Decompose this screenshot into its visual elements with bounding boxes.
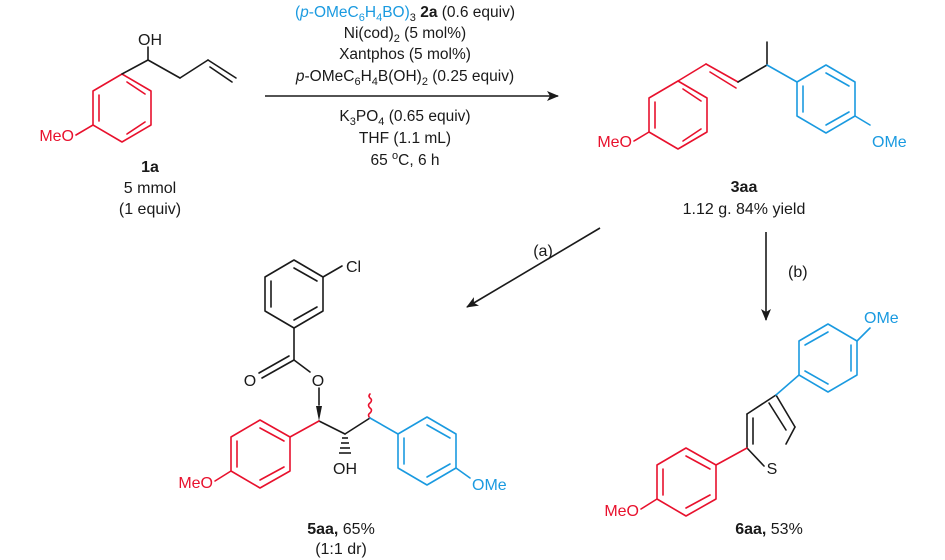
compound-5aa-label: 5aa, 65% xyxy=(307,521,375,538)
step-a-label: (a) xyxy=(533,243,553,260)
aryl-ring-6aa xyxy=(640,447,748,517)
methoxy-label: MeO xyxy=(604,503,639,520)
wavy-methyl-bond xyxy=(367,393,373,419)
chlorine-label: Cl xyxy=(346,259,361,276)
methyl-branch-3aa xyxy=(737,41,768,83)
hash-bond xyxy=(339,437,351,454)
compound-3aa-yield: 1.12 g. 84% yield xyxy=(683,201,806,218)
reaction-conditions: (p-OMeC6H4BO)3 2a (0.6 equiv) Ni(cod)2 (… xyxy=(295,4,515,169)
compound-1a-amount: 5 mmol xyxy=(124,180,176,197)
aryl-ring-5aa-right xyxy=(369,416,471,486)
compound-5aa-structure: Cl O O OH MeO OMe xyxy=(178,259,506,494)
sulfur-label: S xyxy=(767,461,778,478)
methoxy-label: OMe xyxy=(864,310,899,327)
hydroxyl-label: OH xyxy=(138,32,162,49)
thiophene-ring xyxy=(746,394,796,467)
step-a-arrow xyxy=(466,227,601,308)
condition-catalyst: Ni(cod)2 (5 mol%) xyxy=(344,25,466,45)
methoxy-label: MeO xyxy=(597,134,632,151)
compound-6aa-id: 6aa, xyxy=(735,521,766,538)
compound-5aa-yield: 65% xyxy=(338,521,374,538)
carbonyl-oxygen-label: O xyxy=(244,373,256,390)
compound-6aa-structure: S MeO OMe xyxy=(604,310,898,520)
aryl-ring-3aa-left xyxy=(633,63,739,150)
condition-temperature-time: 65 oC, 6 h xyxy=(370,150,439,169)
backbone-5aa xyxy=(318,417,371,435)
compound-3aa-label: 3aa xyxy=(731,179,758,196)
aryl-ring-3aa-right xyxy=(766,64,871,134)
step-b-label: (b) xyxy=(788,264,808,281)
aryl-ring-5aa-left xyxy=(214,419,320,489)
compound-1a-label: 1a xyxy=(141,159,159,176)
wedge-bond xyxy=(316,406,322,421)
compound-6aa-label: 6aa, 53% xyxy=(735,521,803,538)
condition-solvent: THF (1.1 mL) xyxy=(359,130,451,147)
compound-5aa-id: 5aa, xyxy=(307,521,338,538)
condition-base: K3PO4 (0.65 equiv) xyxy=(339,108,470,128)
methoxy-label: MeO xyxy=(39,128,74,145)
chlorobenzoyl-ring xyxy=(264,259,343,329)
aryl-ring-1a xyxy=(75,73,152,143)
compound-1a-equiv: (1 equiv) xyxy=(119,201,181,218)
hydroxyl-label: OH xyxy=(333,461,357,478)
condition-boroxine: (p-OMeC6H4BO)3 2a (0.6 equiv) xyxy=(295,4,515,24)
methoxy-label: OMe xyxy=(472,477,507,494)
allyl-chain-1a xyxy=(121,46,237,83)
compound-3aa-structure: MeO OMe xyxy=(597,41,907,151)
aryl-ring-6aa-methoxyphenyl xyxy=(775,323,871,396)
condition-boronic-acid: p-OMeC6H4B(OH)2 (0.25 equiv) xyxy=(295,68,514,88)
ester-oxygen-label: O xyxy=(312,373,324,390)
compound-6aa-yield: 53% xyxy=(766,521,802,538)
compound-1a-structure: OH MeO xyxy=(39,32,237,145)
ester-linkage xyxy=(258,327,320,406)
compound-5aa-dr: (1:1 dr) xyxy=(315,541,367,558)
methoxy-label: OMe xyxy=(872,134,907,151)
methoxy-label: MeO xyxy=(178,475,213,492)
condition-ligand: Xantphos (5 mol%) xyxy=(339,46,471,63)
